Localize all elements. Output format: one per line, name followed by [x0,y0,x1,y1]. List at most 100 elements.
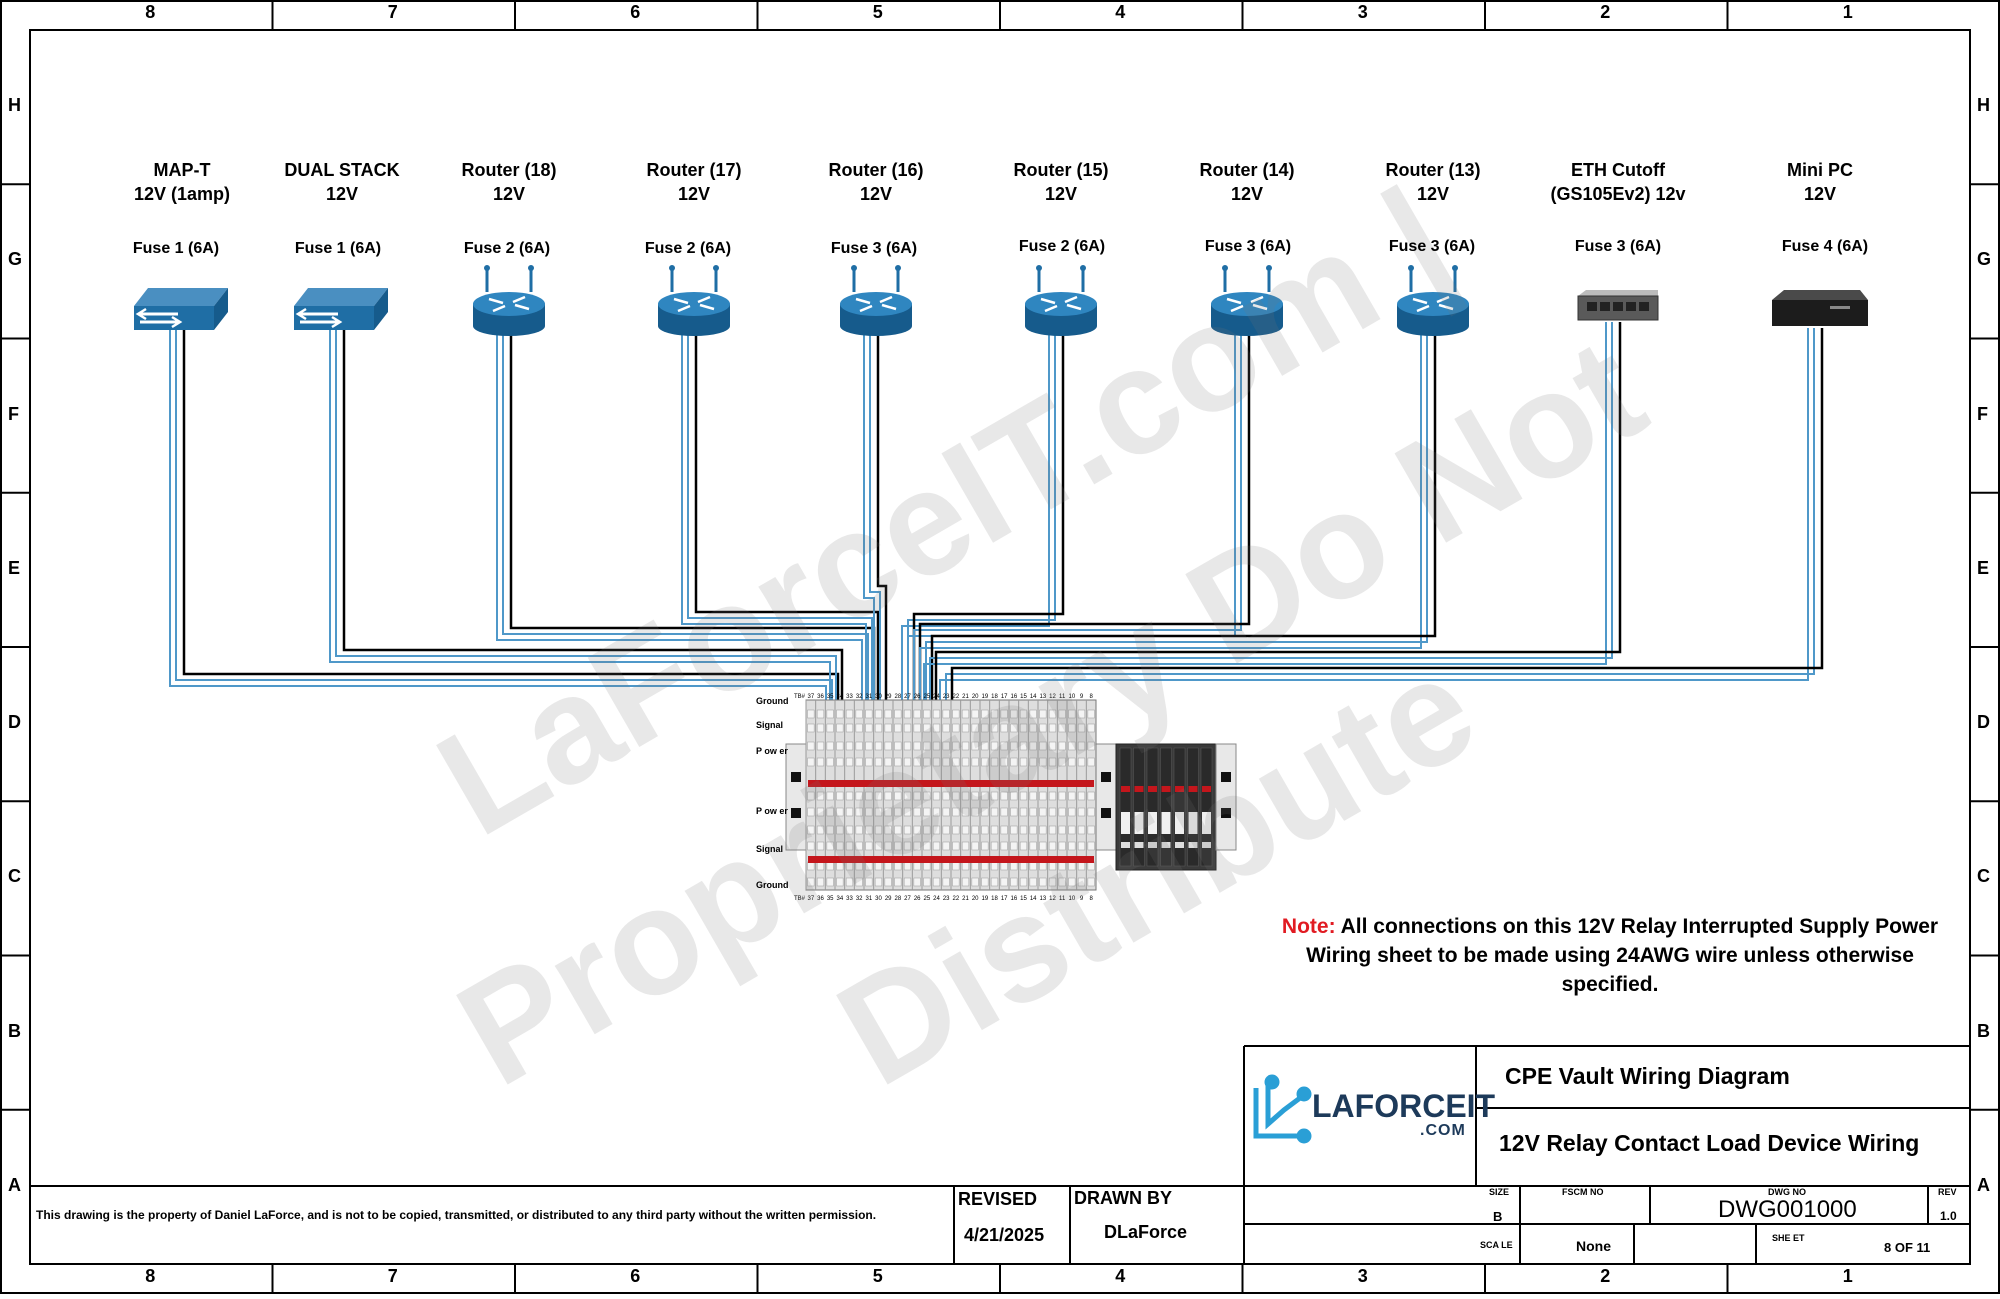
device-name: Router (16) [828,160,924,180]
fuse-label-7: Fuse 3 (6A) [1388,238,1476,255]
sheet-label: SHE ET [1772,1233,1805,1243]
ethernet-switch-icon [1577,290,1659,321]
tb-row-label-0: Ground [756,696,789,706]
zone-col-top-4: 4 [1115,2,1126,22]
terminal-number-top: 17 [1001,694,1008,700]
terminal-number-top: 22 [952,694,959,700]
terminal-number-bottom: 30 [875,896,882,902]
tb-row-label-5: Ground [756,880,789,890]
terminal-number-top: 8 [1089,694,1093,700]
terminal-number-bottom: 21 [962,896,969,902]
revised-label: REVISED [958,1189,1038,1209]
rev-label: REV [1938,1187,1957,1197]
drawn-by-name: DLaForce [1104,1222,1188,1242]
zone-col-bottom-7: 7 [387,1266,398,1286]
zone-col-bottom-8: 8 [145,1266,156,1286]
terminal-number-top: 25 [923,694,930,700]
device-voltage: 12V [1416,184,1450,204]
terminal-number-bottom: 19 [981,896,988,902]
device-voltage: 12V (1amp) [133,184,231,204]
terminal-number-top: 31 [865,694,872,700]
device-name: Router (18) [461,160,557,180]
title-block-lines [30,1045,1970,1264]
terminal-number-top: 33 [846,694,853,700]
device-name: DUAL STACK [284,160,400,180]
zone-row-left-B: B [8,1020,21,1041]
terminal-number-bottom: 33 [846,896,853,902]
device-name: MAP-T [153,160,211,180]
note-label: Note: [1281,915,1336,938]
zone-row-left-H: H [8,95,21,116]
terminal-number-bottom: 25 [923,896,930,902]
device-name: Router (15) [1013,160,1109,180]
tb-row-label-1: Signal [756,720,784,730]
device-name: Router (14) [1199,160,1295,180]
fuse-label-6: Fuse 3 (6A) [1204,238,1292,255]
zone-col-top-7: 7 [387,2,398,22]
terminal-number-bottom: 9 [1080,896,1084,902]
zone-col-bottom-3: 3 [1357,1266,1368,1286]
terminal-number-top: 21 [962,694,969,700]
terminal-number-top: 32 [856,694,863,700]
terminal-number-bottom: 29 [885,896,892,902]
scale-value: None [1576,1238,1611,1254]
zone-row-left-D: D [8,712,21,733]
zone-col-top-3: 3 [1357,2,1368,22]
mini-pc-icon [1772,290,1868,326]
terminal-number-top: 9 [1080,694,1084,700]
terminal-number-top: 12 [1049,694,1056,700]
wire-pair-7 [919,334,1437,730]
wire-pair-4 [863,334,888,730]
terminal-number-bottom: 22 [952,896,959,902]
terminal-number-top: 27 [904,694,911,700]
terminal-number-top: 20 [972,694,979,700]
fuse-label-1: Fuse 1 (6A) [294,240,382,257]
device-voltage: 12V [492,184,526,204]
rev-value: 1.0 [1940,1209,1957,1223]
device-voltage: 12V [1044,184,1078,204]
terminal-number-top: 24 [933,694,940,700]
drawing-subtitle: 12V Relay Contact Load Device Wiring [1499,1130,1920,1156]
terminal-number-top: 23 [943,694,950,700]
zone-row-right-B: B [1977,1020,1990,1041]
wire-pair-8 [923,322,1622,730]
device-label-3: Router (17)12V [604,158,784,206]
terminal-number-bottom: 12 [1049,896,1056,902]
terminal-number-bottom: 16 [1010,896,1017,902]
zone-col-bottom-1: 1 [1842,1266,1853,1286]
zone-row-right-A: A [1977,1174,1990,1195]
router-icon [658,265,730,336]
drawing-title: CPE Vault Wiring Diagram [1505,1063,1790,1089]
size-label: SIZE [1489,1187,1510,1197]
zone-col-top-2: 2 [1600,2,1611,22]
zone-row-right-C: C [1977,866,1990,887]
terminal-number-top: 19 [981,694,988,700]
tb-row-label-2: P ow er [756,746,788,756]
device-icons [134,265,1868,336]
wiring-note: Note: All connections on this 12V Relay … [1270,912,1950,999]
fuse-label-9: Fuse 4 (6A) [1781,238,1869,255]
wire-pair-3 [681,334,880,730]
terminal-number-top: 28 [894,694,901,700]
terminal-number-top: 26 [914,694,921,700]
device-voltage: 12V [677,184,711,204]
scale-label: SCA LE [1480,1240,1513,1250]
wire-pair-1 [329,330,844,730]
fuse-label-8: Fuse 3 (6A) [1574,238,1662,255]
note-text: All connections on this 12V Relay Interr… [1306,915,1939,996]
terminal-number-top: 36 [817,694,824,700]
terminal-number-bottom: 17 [1001,896,1008,902]
device-label-5: Router (15) 12V [971,158,1151,206]
terminal-number-bottom: 13 [1039,896,1046,902]
zone-col-top-1: 1 [1842,2,1853,22]
terminal-prefix-top: TB# [794,694,806,700]
terminal-number-bottom: 18 [991,896,998,902]
zone-col-top-5: 5 [872,2,883,22]
device-voltage: 12V [859,184,893,204]
fuse-label-5: Fuse 2 (6A) [1018,238,1106,255]
device-voltage: 12V [1230,184,1264,204]
